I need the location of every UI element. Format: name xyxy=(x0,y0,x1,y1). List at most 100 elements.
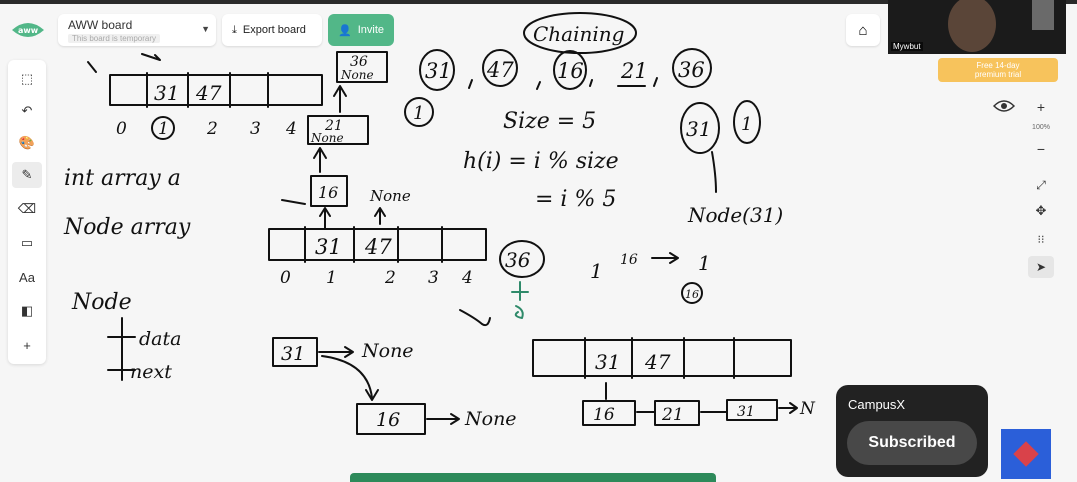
text-icon: Aa xyxy=(19,269,35,285)
array-one-index-1: 1 xyxy=(158,119,169,139)
array-one-index-2: 2 xyxy=(206,119,218,139)
move-button[interactable]: ✥ xyxy=(1028,200,1054,222)
rectangle-icon: ▭ xyxy=(20,235,34,250)
array-two-index-1: 1 xyxy=(326,268,337,288)
select-tool[interactable]: ⬚ xyxy=(12,66,42,92)
right-toolbar: + − ⤢ ✥ ⁝⁝ ➤ xyxy=(1026,92,1056,284)
array-two-cell-1: 31 xyxy=(315,235,342,259)
sticky-note-icon: ◧ xyxy=(20,303,34,318)
channel-name: CampusX xyxy=(848,397,906,412)
pointer-button[interactable]: ➤ xyxy=(1028,256,1054,278)
pen-tool[interactable]: ✎ xyxy=(12,162,42,188)
board-name: AWW board xyxy=(68,18,133,32)
board-menu[interactable]: AWW board This board is temporary ▼ xyxy=(58,14,216,46)
pointer-icon: ➤ xyxy=(1035,260,1047,274)
zoom-level: 100% xyxy=(1032,124,1050,131)
fullscreen-button[interactable]: ⤢ xyxy=(1028,174,1054,196)
youtube-subscribe-card: CampusX Subscribed xyxy=(836,385,988,477)
chain-16: 16 xyxy=(376,409,400,431)
chain-16-next: None xyxy=(464,408,517,430)
node-label: Node xyxy=(71,290,132,315)
title-circle xyxy=(523,12,637,54)
bottom-status-bar xyxy=(350,473,716,482)
left-toolbar: ⬚ ↶ 🎨 ✎ ⌫ ▭ Aa ◧ + xyxy=(8,60,46,364)
undo-button[interactable]: ↶ xyxy=(12,98,42,124)
export-board-button[interactable]: ⤓ Export board xyxy=(222,14,322,46)
chain-end: N xyxy=(799,399,816,419)
key-1: 31 xyxy=(425,59,452,83)
chevron-down-icon[interactable]: ▼ xyxy=(201,24,210,34)
none-label-top: None xyxy=(369,187,411,205)
key-3: 16 xyxy=(557,59,584,83)
fit-button[interactable]: ⁝⁝ xyxy=(1028,228,1054,250)
chain-31: 31 xyxy=(281,343,305,365)
circled-31: 31 xyxy=(686,117,711,141)
int-array-label: int array a xyxy=(64,166,181,191)
circled-16: 16 xyxy=(685,288,699,301)
webcam-face xyxy=(948,0,996,52)
webcam-name: Mywbut xyxy=(891,42,923,51)
node-data-label: data xyxy=(139,328,181,350)
array-two-cell-2: 47 xyxy=(364,235,392,259)
eraser-tool[interactable]: ⌫ xyxy=(12,196,42,222)
array-three: 31 47 16 21 31 N xyxy=(532,337,816,426)
add-icon: + xyxy=(23,337,31,353)
aww-logo-icon: aww xyxy=(12,23,44,37)
home-button[interactable]: ⌂ xyxy=(846,14,880,46)
zoom-in-icon: + xyxy=(1036,99,1046,115)
trial-line-1: Free 14-day xyxy=(976,61,1020,70)
export-board-label: Export board xyxy=(242,24,306,36)
download-icon: ⤓ xyxy=(232,23,237,36)
rectangle-tool[interactable]: ▭ xyxy=(12,230,42,256)
circled-one-b: 1 xyxy=(741,114,752,135)
array-two-index-0: 0 xyxy=(280,268,291,288)
hash-line-2: = i % 5 xyxy=(535,187,616,212)
zoom-out-icon: − xyxy=(1036,141,1046,157)
key-4: 21 xyxy=(620,59,648,83)
premium-trial-button[interactable]: Free 14-day premium trial xyxy=(938,58,1058,82)
move-icon: ✥ xyxy=(1035,203,1047,218)
array-two-index-2: 2 xyxy=(384,268,396,288)
array-one: 31 47 0 1 2 3 4 xyxy=(87,53,323,140)
thumbnail-mark xyxy=(1013,441,1039,467)
box-16: 16 xyxy=(318,183,338,202)
array-one-index-4: 4 xyxy=(285,119,297,139)
undo-icon: ↶ xyxy=(21,103,33,118)
array-one-cell-2: 47 xyxy=(195,81,222,105)
box-36: 36 xyxy=(350,54,368,70)
circled-one-a: 1 xyxy=(413,103,424,124)
key-5: 36 xyxy=(678,58,705,82)
chain-list-2: 21 xyxy=(661,405,684,425)
chain-list-1: 16 xyxy=(593,405,615,425)
node-31-text: Node(31) xyxy=(687,203,783,227)
circled-36: 36 xyxy=(505,248,531,272)
sticky-note-tool[interactable]: ◧ xyxy=(12,298,42,324)
fit-icon: ⁝⁝ xyxy=(1037,233,1045,246)
key-2: 47 xyxy=(486,58,514,82)
array-one-index-0: 0 xyxy=(116,119,127,139)
chain-list-3: 31 xyxy=(737,404,755,420)
array-two-index-4: 4 xyxy=(461,268,473,288)
palette-tool[interactable]: 🎨 xyxy=(12,130,42,156)
svg-text:aww: aww xyxy=(18,26,39,35)
box-36-none: None xyxy=(340,68,374,82)
eye-icon[interactable] xyxy=(993,98,1015,114)
array-three-cell-1: 31 xyxy=(595,350,620,374)
zoom-in-button[interactable]: + xyxy=(1028,96,1054,118)
pen-icon: ✎ xyxy=(21,167,33,182)
box-21-none: None xyxy=(310,131,344,145)
array-three-cell-2: 47 xyxy=(644,350,671,374)
channel-thumbnail[interactable] xyxy=(1001,429,1051,479)
one-left: 1 xyxy=(590,259,603,283)
add-tool[interactable]: + xyxy=(12,332,42,358)
one-right: 1 xyxy=(698,251,711,275)
zoom-out-button[interactable]: − xyxy=(1028,138,1054,160)
trial-line-2: premium trial xyxy=(974,70,1022,79)
sixteen-arrow: 16 xyxy=(620,252,638,268)
text-tool[interactable]: Aa xyxy=(12,264,42,290)
invite-button[interactable]: 👤 Invite xyxy=(328,14,394,46)
subscribed-button[interactable]: Subscribed xyxy=(847,421,977,465)
webcam-door xyxy=(1032,0,1054,30)
window-top-strip xyxy=(0,0,1077,4)
array-two-index-3: 3 xyxy=(428,268,439,288)
